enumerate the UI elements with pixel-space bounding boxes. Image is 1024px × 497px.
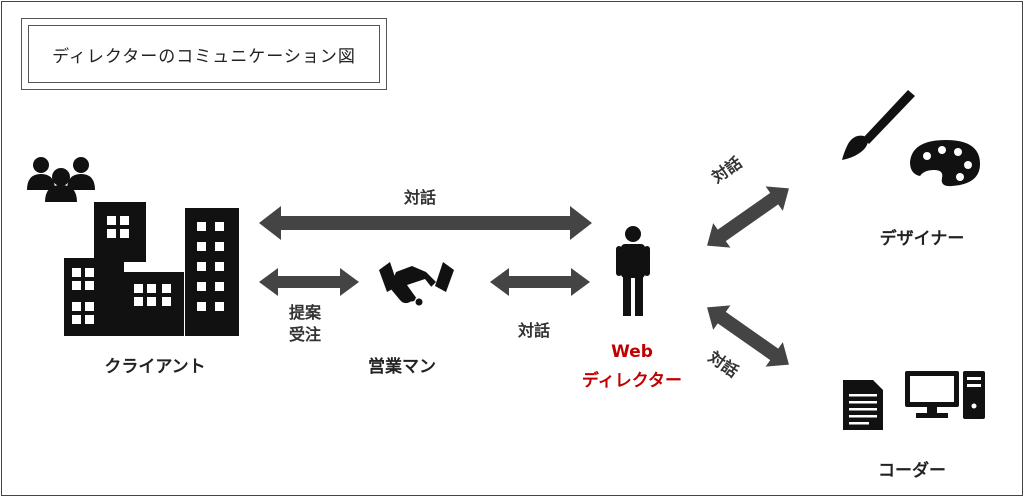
diagram-title: ディレクターのコミュニケーション図 [28, 25, 380, 83]
sales-label: 営業マン [368, 357, 436, 377]
computer-icon [905, 371, 985, 419]
web-director-label-line2: ディレクター [581, 371, 683, 391]
arrow-director-coder [707, 305, 789, 367]
order-label: 受注 [289, 325, 322, 344]
arrow-client-director [259, 206, 592, 240]
client-label: クライアント [104, 357, 206, 377]
arrow-director-designer [707, 186, 789, 248]
coder-label: コーダー [878, 461, 946, 481]
talk-label-client-director: 対話 [404, 188, 437, 207]
talk-label-sales-director: 対話 [518, 321, 551, 340]
designer-label: デザイナー [879, 229, 965, 249]
buildings-icon [64, 202, 239, 336]
arrow-sales-director [490, 268, 590, 296]
people-icon [27, 157, 95, 202]
document-icon [843, 380, 883, 430]
web-director-label-line1: Web [611, 342, 653, 362]
arrow-client-sales [259, 268, 359, 296]
title-box: ディレクターのコミュニケーション図 [21, 18, 387, 90]
palette-icon [910, 140, 980, 187]
paintbrush-icon [842, 90, 915, 160]
handshake-icon [379, 262, 454, 306]
person-icon [616, 226, 650, 316]
proposal-label: 提案 [289, 303, 322, 322]
